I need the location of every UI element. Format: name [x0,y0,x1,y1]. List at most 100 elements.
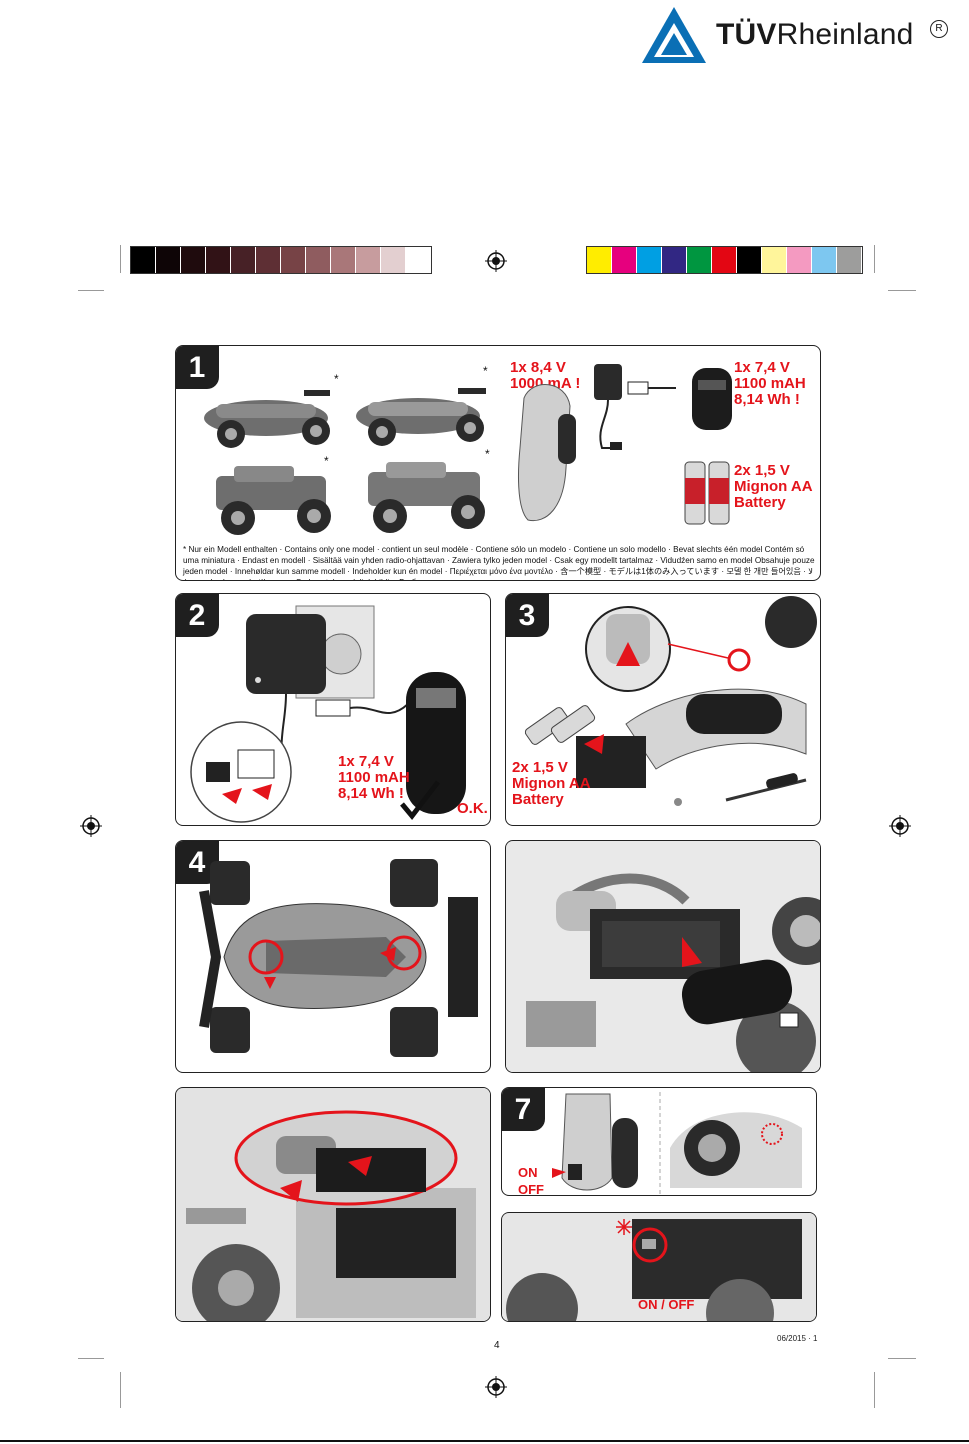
step-7-panel: 7 ON OFF [501,1087,817,1196]
color-swatch [181,247,206,273]
insert-arrow-icon [222,788,242,804]
crop-mark [78,290,104,291]
color-swatch [687,247,712,273]
aa-battery-spec: 2x 1,5 V Mignon AA Battery [734,462,813,511]
doc-code: 06/2015 · 1 [777,1334,818,1343]
checkmark-icon [400,780,440,821]
buggy-car-1 [204,390,330,448]
registration-mark-icon [485,1376,507,1398]
step-number: 4 [176,841,219,884]
crop-mark [888,1358,916,1359]
registration-mark-icon [80,815,102,837]
aa-batteries-icon [684,461,730,525]
step-6-panel: 6 [175,1087,491,1322]
color-swatch [156,247,181,273]
plug-icon [627,381,649,395]
charger-icon [246,614,326,694]
page-number: 4 [494,1340,500,1351]
step-3-panel: 3 2x 1,5 V Mignon AA Battery [505,593,821,826]
step-number: 3 [506,594,549,637]
truck-car-2 [368,462,485,533]
screw-icon [674,798,682,806]
asterisk: * [324,454,329,468]
color-swatch [356,247,381,273]
battery-spec: 1x 7,4 V 1100 mAH 8,14 Wh ! [338,753,410,802]
crop-mark [888,290,916,291]
car-switch-illustration [502,1213,816,1321]
battery-pack-spec: 1x 7,4 V 1100 mAH 8,14 Wh ! [734,359,806,408]
color-bar-process [586,246,863,274]
crop-mark [78,1358,104,1359]
led-indicator-icon [761,1123,783,1145]
crop-mark [874,1372,875,1408]
step-5-panel: 5 [505,840,821,1073]
step-number: 1 [176,346,219,389]
insert-arrow-icon [584,734,604,754]
arrow-icon [552,1168,566,1178]
car-top-view-illustration [199,859,478,1057]
controller-battery-illustration [524,596,817,806]
step-number: 2 [176,594,219,637]
asterisk: * [485,447,490,461]
crop-mark [120,245,121,273]
color-swatch [406,247,431,273]
truck-car-1 [216,466,331,535]
buggy-car-2 [356,388,486,446]
color-swatch [787,247,812,273]
arrow-icon [264,977,276,989]
color-swatch [587,247,612,273]
tuv-triangle-logo-icon [642,7,706,63]
color-swatch [612,247,637,273]
led-flash-icon [616,1219,632,1235]
asterisk: * [334,372,339,386]
charger-spec: 1x 8,4 V 1000 mA ! [510,359,581,392]
steering-wheel-icon [765,596,817,648]
step-4-panel: 4 [175,840,491,1073]
car-models-illustration [204,388,486,535]
brand-bold: TÜV [716,18,777,51]
power-switch [568,1164,582,1180]
ok-label: O.K. [457,800,488,817]
power-switch-illustration [552,1092,802,1194]
color-swatch [762,247,787,273]
step-2-panel: 2 1x 7,4 V 1100 mAH 8,14 Wh ! O.K. [175,593,491,826]
switch-highlight [632,1227,668,1263]
bottom-rule [0,1440,969,1442]
color-swatch [306,247,331,273]
charger-icon [594,364,622,400]
controller-grip-icon [686,694,782,734]
highlight-ring [727,648,751,672]
color-swatch [737,247,762,273]
screw-highlight [248,939,284,975]
registration-mark-icon [889,815,911,837]
color-swatch [837,247,862,273]
brand-name: TÜVRheinland [716,18,914,52]
step-1-panel: 1 * * * * [175,345,821,581]
color-swatch [331,247,356,273]
onoff-label: ON / OFF [638,1297,695,1312]
color-swatch [637,247,662,273]
charging-illustration [190,605,466,823]
registration-mark-icon [485,250,507,272]
controller-charger-illustration [518,364,676,522]
remote-controller-icon [518,384,576,522]
on-label: ON [518,1165,538,1180]
registered-mark: R [930,20,948,38]
insert-arrow-icon [682,937,702,967]
color-bar-dark [130,246,432,274]
connect-arrow-icon [280,1180,302,1202]
color-swatch [131,247,156,273]
switch-labels: ON OFF [518,1164,544,1196]
color-swatch [281,247,306,273]
color-swatch [662,247,687,273]
asterisk: * [483,364,488,378]
connect-arrow-icon [348,1156,372,1176]
insert-arrow-icon [252,784,272,800]
battery-insert-illustration [506,841,820,1072]
off-label: OFF [518,1182,544,1196]
crop-mark [874,245,875,273]
color-swatch [256,247,281,273]
connector-illustration [176,1088,490,1321]
model-footnote: * Nur ein Modell enthalten · Contains on… [183,545,815,580]
aa-battery-spec: 2x 1,5 V Mignon AA Battery [512,759,591,808]
